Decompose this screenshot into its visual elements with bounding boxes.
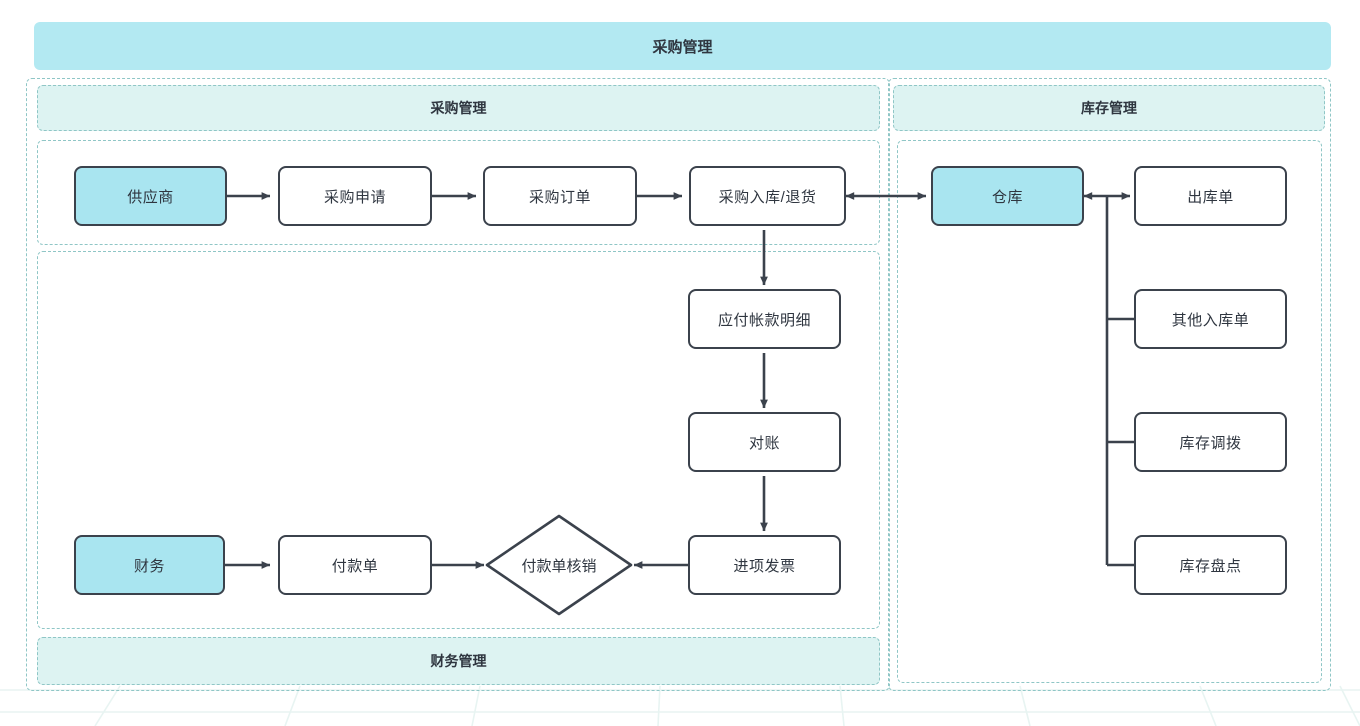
node-outbound-order[interactable]: 出库单 <box>1134 166 1287 226</box>
node-stock-transfer[interactable]: 库存调拨 <box>1134 412 1287 472</box>
node-other-inbound-order[interactable]: 其他入库单 <box>1134 289 1287 349</box>
diagram-title-banner: 采购管理 <box>34 22 1331 70</box>
node-purchase-order[interactable]: 采购订单 <box>483 166 637 226</box>
zone-finance-flow <box>37 251 880 629</box>
node-payment-writeoff-label: 付款单核销 <box>521 557 597 575</box>
node-payment-order[interactable]: 付款单 <box>278 535 432 595</box>
zone-inventory-inner <box>897 140 1322 683</box>
inventory-group-banner: 库存管理 <box>893 85 1325 131</box>
node-warehouse[interactable]: 仓库 <box>931 166 1084 226</box>
node-payment-writeoff[interactable]: 付款单核销 <box>484 513 634 617</box>
node-stock-count[interactable]: 库存盘点 <box>1134 535 1287 595</box>
node-input-invoice[interactable]: 进项发票 <box>688 535 841 595</box>
node-supplier[interactable]: 供应商 <box>74 166 227 226</box>
node-reconciliation[interactable]: 对账 <box>688 412 841 472</box>
finance-group-banner: 财务管理 <box>37 637 880 685</box>
node-purchase-request[interactable]: 采购申请 <box>278 166 432 226</box>
node-finance[interactable]: 财务 <box>74 535 225 595</box>
node-purchase-receipt-return[interactable]: 采购入库/退货 <box>689 166 846 226</box>
purchase-group-banner: 采购管理 <box>37 85 880 131</box>
node-payable-detail[interactable]: 应付帐款明细 <box>688 289 841 349</box>
diamond-shape <box>485 514 633 616</box>
